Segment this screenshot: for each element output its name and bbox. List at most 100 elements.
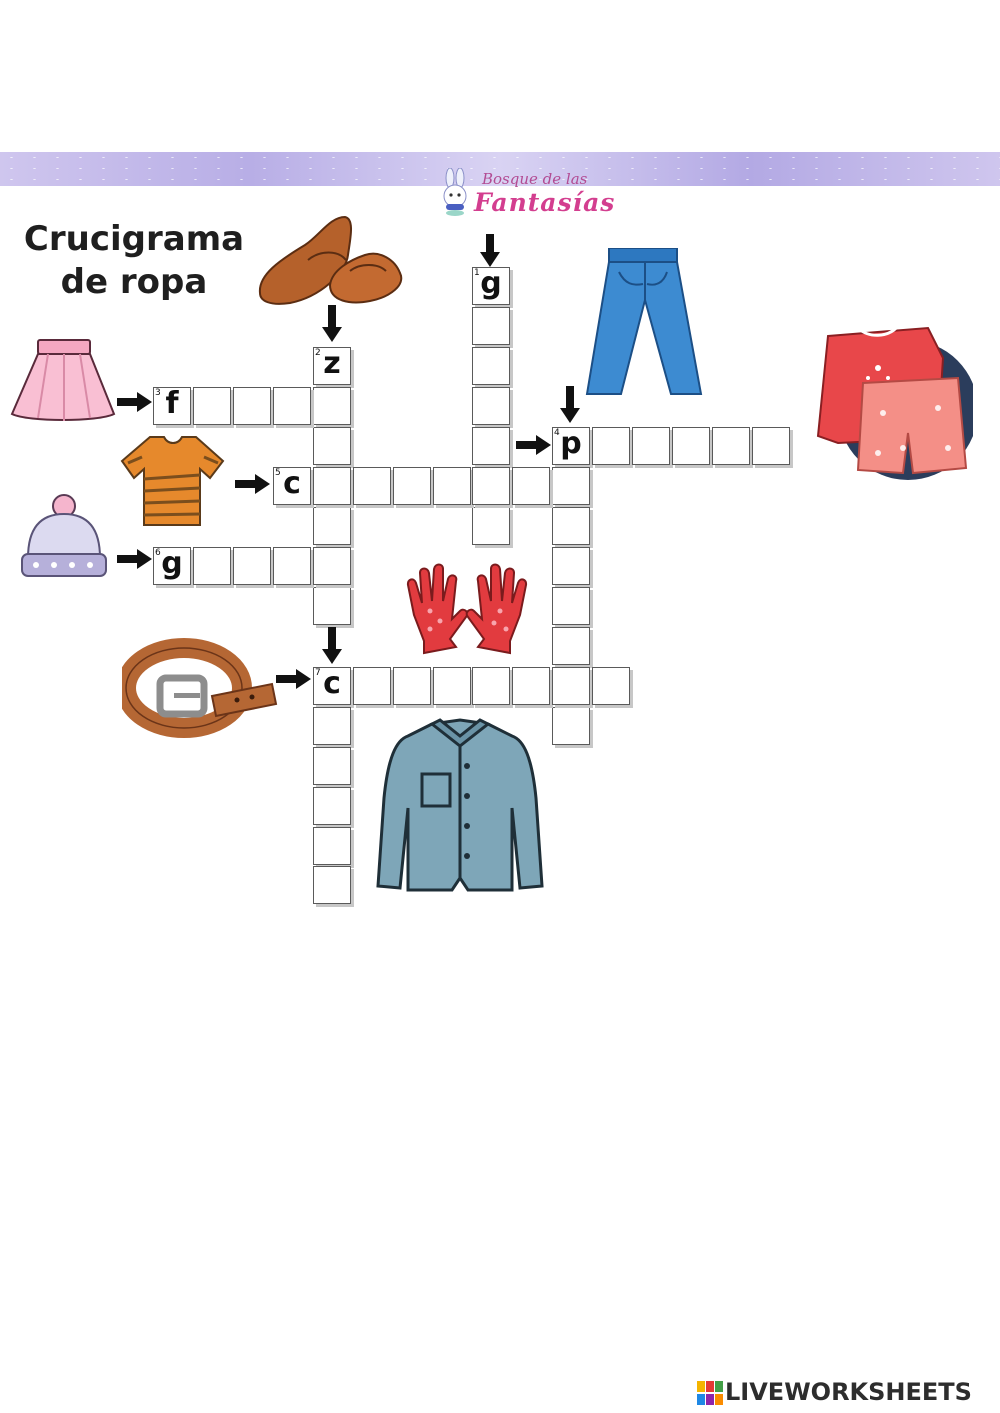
cell-7d-2[interactable] xyxy=(313,707,351,745)
letter-input[interactable] xyxy=(314,468,350,504)
cell-3-2[interactable] xyxy=(193,387,231,425)
letter-input[interactable] xyxy=(314,867,350,903)
letter-input[interactable] xyxy=(274,388,310,424)
letter-input[interactable] xyxy=(194,548,230,584)
cell-3-4[interactable] xyxy=(273,387,311,425)
cell-4d-6[interactable] xyxy=(552,627,590,665)
letter-input[interactable] xyxy=(434,468,470,504)
letter-input[interactable] xyxy=(434,668,470,704)
letter-input[interactable] xyxy=(593,668,629,704)
cell-5-6[interactable] xyxy=(472,467,510,505)
letter-input[interactable] xyxy=(314,828,350,864)
letter-input[interactable] xyxy=(473,308,509,344)
letter-input[interactable] xyxy=(234,548,270,584)
letter-input[interactable] xyxy=(473,428,509,464)
cell-5-3[interactable] xyxy=(353,467,391,505)
letter-input[interactable] xyxy=(314,748,350,784)
cell-1-2[interactable] xyxy=(472,307,510,345)
cell-7d-5[interactable] xyxy=(313,827,351,865)
cell-5-4[interactable] xyxy=(393,467,431,505)
cell-5-2[interactable] xyxy=(313,467,351,505)
cell-5-5[interactable] xyxy=(433,467,471,505)
letter-input[interactable] xyxy=(553,548,589,584)
letter-input[interactable] xyxy=(513,468,549,504)
letter-input[interactable] xyxy=(673,428,709,464)
cell-1-3[interactable] xyxy=(472,347,510,385)
cell-7d-4[interactable] xyxy=(313,787,351,825)
cell-2-7[interactable] xyxy=(313,587,351,625)
letter-input[interactable] xyxy=(553,468,589,504)
cell-7-3[interactable] xyxy=(393,667,431,705)
cell-7-7[interactable] xyxy=(552,667,590,705)
cell-4d-4[interactable] xyxy=(552,547,590,585)
cell-7-4[interactable] xyxy=(433,667,471,705)
letter-input[interactable] xyxy=(553,668,589,704)
cell-7d-3[interactable] xyxy=(313,747,351,785)
cell-4-5[interactable] xyxy=(712,427,750,465)
letter-input[interactable] xyxy=(753,428,789,464)
cell-2-3[interactable] xyxy=(313,427,351,465)
cell-4-3[interactable] xyxy=(632,427,670,465)
cell-7-5[interactable] xyxy=(472,667,510,705)
down-arrow-icon xyxy=(322,627,342,664)
clue-number: 3 xyxy=(155,388,161,398)
letter-input[interactable] xyxy=(473,348,509,384)
title-line-1: Crucigrama xyxy=(23,219,245,259)
cell-7d-6[interactable] xyxy=(313,866,351,904)
letter-input[interactable] xyxy=(314,588,350,624)
cell-4-2[interactable] xyxy=(592,427,630,465)
letter-input[interactable] xyxy=(354,468,390,504)
cell-5-7[interactable] xyxy=(512,467,550,505)
letter-input[interactable] xyxy=(274,548,310,584)
pajamas-icon xyxy=(816,324,973,480)
cell-4d-2[interactable] xyxy=(552,467,590,505)
letter-input[interactable] xyxy=(314,708,350,744)
given-letter: g xyxy=(480,266,502,301)
letter-input[interactable] xyxy=(553,628,589,664)
letter-input[interactable] xyxy=(633,428,669,464)
cell-6-5[interactable] xyxy=(313,547,351,585)
cell-4-4[interactable] xyxy=(672,427,710,465)
decorative-banner xyxy=(0,152,1000,186)
letter-input[interactable] xyxy=(314,428,350,464)
cell-6-2[interactable] xyxy=(193,547,231,585)
letter-input[interactable] xyxy=(713,428,749,464)
letter-input[interactable] xyxy=(473,388,509,424)
letter-input[interactable] xyxy=(194,388,230,424)
letter-input[interactable] xyxy=(314,548,350,584)
down-arrow-icon xyxy=(322,305,342,342)
cell-6-4[interactable] xyxy=(273,547,311,585)
cell-1-7[interactable] xyxy=(472,507,510,545)
cell-1-5[interactable] xyxy=(472,427,510,465)
letter-input[interactable] xyxy=(513,668,549,704)
cell-6-3[interactable] xyxy=(233,547,271,585)
t-shirt-icon xyxy=(120,436,225,526)
cell-3-3[interactable] xyxy=(233,387,271,425)
letter-input[interactable] xyxy=(553,708,589,744)
letter-input[interactable] xyxy=(314,788,350,824)
cell-2-5[interactable] xyxy=(313,507,351,545)
letter-input[interactable] xyxy=(553,508,589,544)
letter-input[interactable] xyxy=(314,388,350,424)
cell-7-2[interactable] xyxy=(353,667,391,705)
cell-1-4[interactable] xyxy=(472,387,510,425)
cell-7-6[interactable] xyxy=(512,667,550,705)
cell-4d-8[interactable] xyxy=(552,707,590,745)
letter-input[interactable] xyxy=(394,668,430,704)
letter-input[interactable] xyxy=(553,588,589,624)
letter-input[interactable] xyxy=(473,668,509,704)
letter-input[interactable] xyxy=(354,668,390,704)
cell-4d-5[interactable] xyxy=(552,587,590,625)
cell-2-2[interactable] xyxy=(313,387,351,425)
cell-4d-3[interactable] xyxy=(552,507,590,545)
letter-input[interactable] xyxy=(473,468,509,504)
letter-input[interactable] xyxy=(473,508,509,544)
letter-input[interactable] xyxy=(314,508,350,544)
letter-input[interactable] xyxy=(234,388,270,424)
cell-7-8[interactable] xyxy=(592,667,630,705)
letter-input[interactable] xyxy=(593,428,629,464)
letter-input[interactable] xyxy=(394,468,430,504)
cell-4-6[interactable] xyxy=(752,427,790,465)
